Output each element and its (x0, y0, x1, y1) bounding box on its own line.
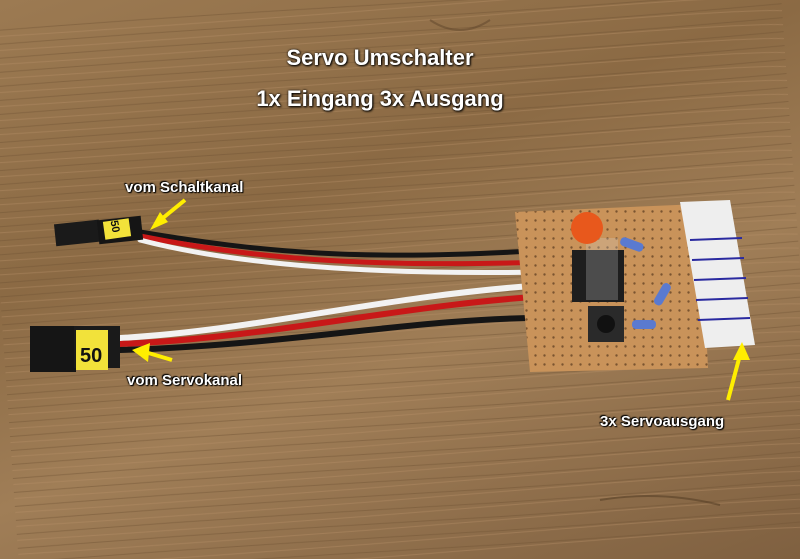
plug-servokanal: 50 (30, 326, 120, 372)
arrow-servoausgang (726, 342, 750, 401)
page-title-line-2: 1x Eingang 3x Ausgang (256, 86, 504, 111)
arrow-servokanal (132, 343, 173, 362)
capacitor (571, 212, 603, 244)
resistor-3 (632, 320, 656, 329)
cable-schaltkanal (137, 229, 551, 276)
wood-knot (429, 19, 491, 31)
plug-tag-top: 50 (108, 219, 122, 233)
cable-servokanal (117, 282, 551, 353)
plug-schaltkanal: 50 (53, 215, 144, 247)
page-title-line-1: Servo Umschalter (286, 45, 474, 70)
label-servokanal: vom Servokanal (127, 372, 243, 389)
label-schaltkanal: vom Schaltkanal (125, 179, 244, 196)
push-button (588, 306, 624, 342)
servo-output-header (680, 200, 755, 348)
arrow-schaltkanal (150, 198, 187, 230)
label-servoausgang: 3x Servoausgang (600, 413, 725, 430)
wood-crack (599, 495, 721, 506)
plug-tag-bottom: 50 (80, 345, 102, 367)
ic-chip (572, 238, 624, 302)
resistor-2 (654, 283, 671, 306)
resistor-1 (620, 237, 644, 252)
